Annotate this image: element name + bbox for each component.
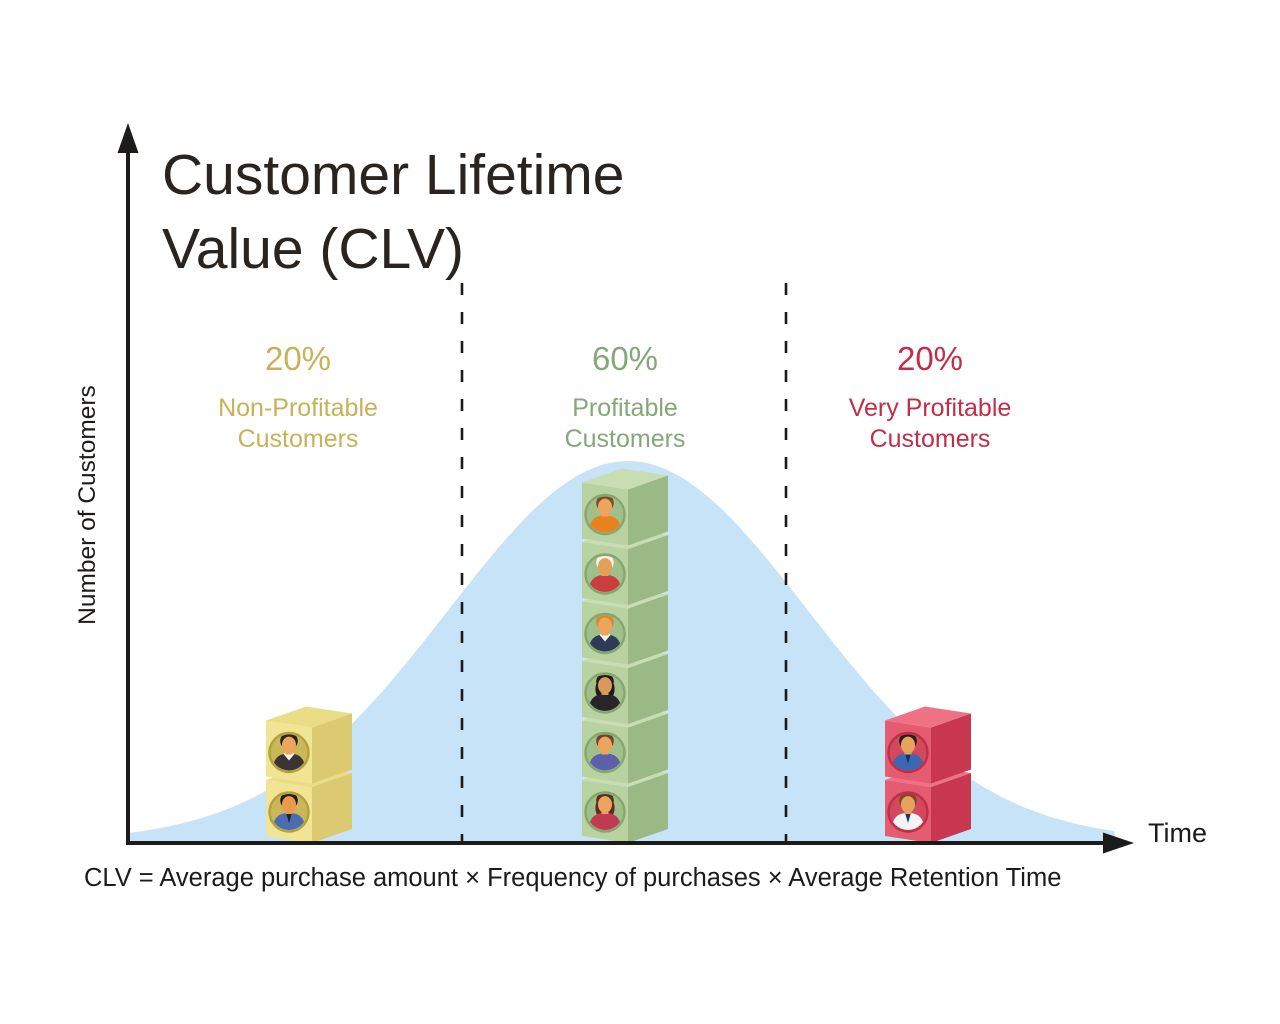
y-axis-arrowhead xyxy=(117,123,139,153)
zone-name-line2: Customers xyxy=(869,425,991,453)
x-axis-label: Time xyxy=(1148,818,1207,848)
zone-name-line2: Customers xyxy=(237,425,359,453)
chart-title: Customer Lifetime Value (CLV) xyxy=(162,143,625,281)
zone-label-profitable: 60% Profitable Customers xyxy=(470,340,780,455)
zone-name-line2: Customers xyxy=(564,425,686,453)
customer-avatar-icon xyxy=(272,794,306,830)
customer-avatar-icon xyxy=(588,615,622,652)
customer-cube xyxy=(266,706,352,784)
customer-avatar-icon xyxy=(588,734,622,771)
zone-name-line1: Non-Profitable xyxy=(218,394,378,422)
zone-label-non-profitable: 20% Non-Profitable Customers xyxy=(143,340,453,455)
zone-percentage: 20% xyxy=(264,340,332,377)
customer-stacks xyxy=(266,468,971,843)
axes xyxy=(117,123,1134,854)
x-axis-arrowhead xyxy=(1103,832,1134,854)
zone-name-line1: Profitable xyxy=(572,394,678,422)
customer-stack-non-profitable xyxy=(266,706,352,843)
customer-avatar-icon xyxy=(588,675,622,711)
customer-avatar-icon xyxy=(891,794,925,830)
customer-stack-profitable xyxy=(582,468,668,843)
customer-stack-very-profitable xyxy=(885,706,971,843)
zone-name-line1: Very Profitable xyxy=(848,394,1012,422)
customer-cube xyxy=(885,706,971,784)
customer-cube xyxy=(266,766,352,843)
customer-avatar-icon xyxy=(588,556,622,592)
customer-avatar-icon xyxy=(272,734,306,771)
customer-avatar-icon xyxy=(891,734,925,771)
zone-percentage: 20% xyxy=(896,340,964,377)
customer-cube xyxy=(582,468,668,546)
zone-label-very-profitable: 20% Very Profitable Customers xyxy=(775,340,1085,455)
clv-formula: CLV = Average purchase amount × Frequenc… xyxy=(84,864,1062,892)
zone-percentage: 60% xyxy=(591,340,659,377)
customer-avatar-icon xyxy=(588,794,622,830)
y-axis-label: Number of Customers xyxy=(74,385,101,625)
customer-avatar-icon xyxy=(588,496,622,533)
